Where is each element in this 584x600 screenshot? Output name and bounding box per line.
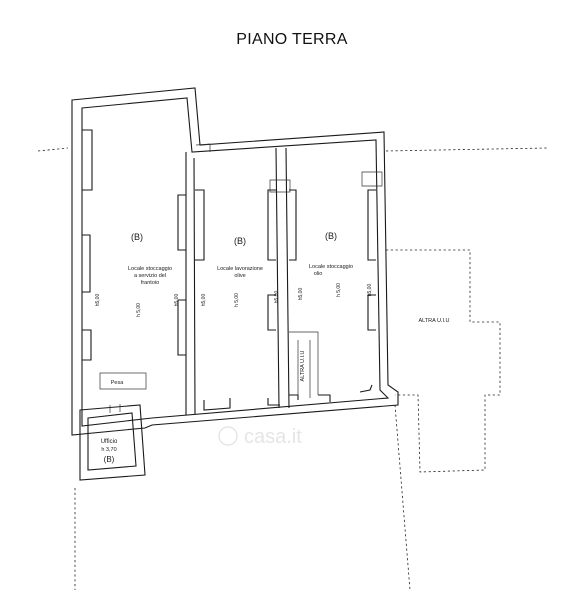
boundary-left — [37, 147, 69, 152]
office-height: h 3,70 — [101, 447, 116, 453]
altra-right-label: ALTRA U.I.U — [418, 318, 449, 324]
outer-wall — [71, 87, 399, 436]
watermark-text: casa.it — [244, 426, 302, 448]
partition-2 — [275, 147, 290, 409]
room3-dim-left: h5,00 — [298, 288, 304, 301]
altra-corridor-label: ALTRA U.I.U — [300, 350, 306, 381]
room1-dim-left: h5,00 — [95, 294, 101, 307]
room2-dim-left: h5,00 — [201, 294, 207, 307]
room1-name-1: Locale stoccaggio — [128, 266, 172, 272]
altra-corridor — [289, 331, 319, 398]
room2-name-2: olive — [234, 273, 245, 279]
room3-name-2: olio — [314, 271, 323, 277]
room2-category: (B) — [234, 236, 246, 246]
boundary-bottom-mid — [394, 404, 411, 591]
watermark-logo: casa.it — [218, 426, 302, 448]
openings — [195, 143, 383, 193]
room2-height: h 5,00 — [234, 293, 240, 307]
pilaster-r1-left — [82, 129, 93, 361]
room1-name-3: frantoio — [141, 280, 159, 286]
room1-category: (B) — [131, 232, 143, 242]
pesa-label: Pesa — [111, 380, 124, 386]
room3-name-1: Locale stoccaggio — [309, 264, 353, 270]
pesa-box — [99, 372, 147, 390]
pilaster-r1-right — [177, 194, 186, 356]
boundary-right-top — [385, 147, 548, 152]
room3-dim-right: h5,00 — [367, 284, 373, 297]
office-category: (B) — [104, 455, 115, 464]
room1-dim-right: h5,00 — [174, 294, 180, 307]
room1-height: h 5,00 — [136, 303, 142, 317]
boundary-altra-right — [386, 249, 501, 473]
outer-wall-inner — [81, 97, 390, 427]
partition-1 — [185, 152, 196, 415]
room1-name-2: a servizio del — [134, 273, 166, 279]
pilaster-r3 — [289, 189, 376, 331]
room2-dim-right: h5,00 — [274, 291, 280, 304]
room3-category: (B) — [325, 231, 337, 241]
plan-title: PIANO TERRA — [236, 31, 348, 48]
office-name: Ufficio — [101, 439, 118, 445]
pilaster-r2 — [195, 189, 276, 331]
room3-height: h 5,00 — [336, 283, 342, 297]
office-door — [109, 404, 121, 413]
room2-name-1: Locale lavorazione — [217, 266, 263, 272]
